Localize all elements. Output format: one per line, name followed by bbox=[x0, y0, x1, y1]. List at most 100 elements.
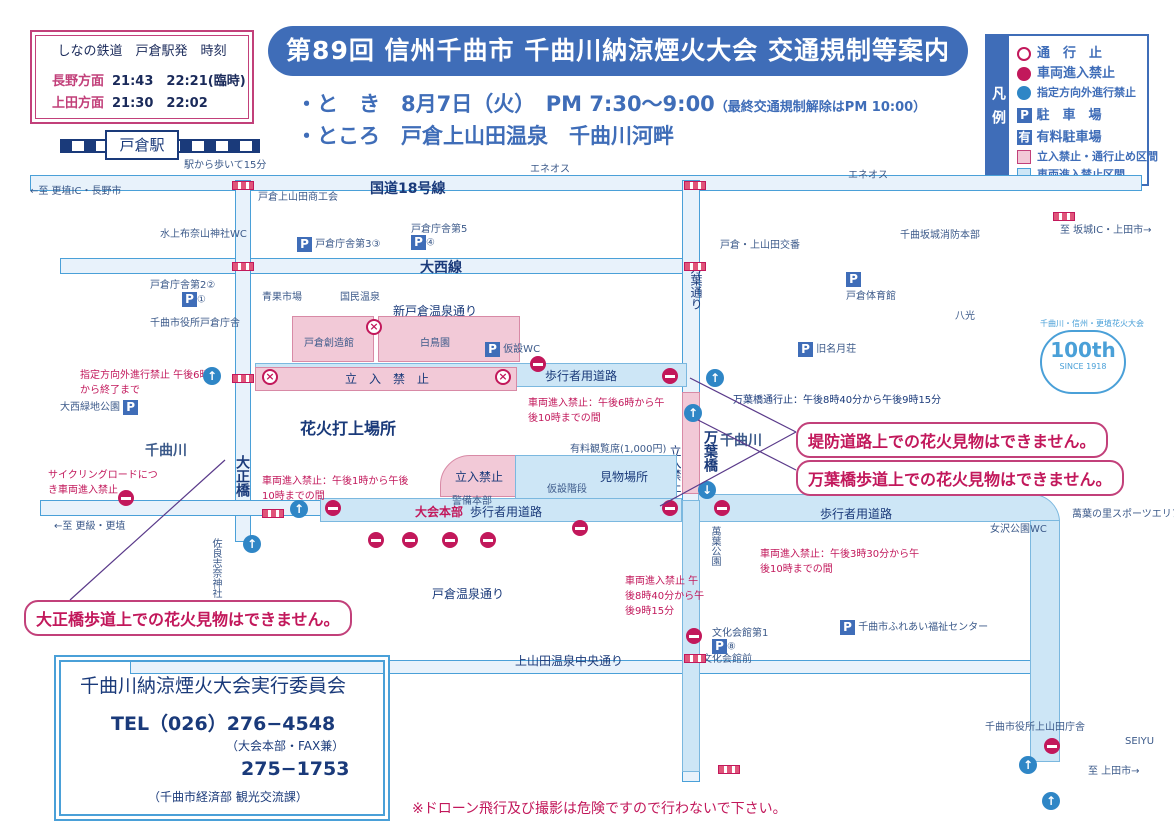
one-way-icon: ↑ bbox=[1019, 756, 1037, 774]
paid-parking-icon: 有 bbox=[1017, 130, 1032, 145]
kamiyamada-street-label: 上山田温泉中央通り bbox=[515, 654, 624, 668]
one-way-icon: ↑ bbox=[203, 367, 221, 385]
mizukami-shrine-label: 水上布奈山神社WC bbox=[160, 229, 247, 240]
no-entry-icon bbox=[368, 532, 384, 548]
parking-icon: P bbox=[182, 292, 197, 307]
closed-icon: × bbox=[366, 319, 382, 335]
direction-ueda: 至 上田市→ bbox=[1088, 766, 1140, 777]
contact-box: 千曲川納涼煙火大会実行委員会 TEL（026）276−4548 （大会本部・FA… bbox=[54, 655, 390, 821]
no-entry-small-label: 立入禁止 bbox=[455, 470, 504, 484]
kokumin-label: 国民温泉 bbox=[340, 292, 380, 303]
hakko-label: 八光 bbox=[955, 311, 975, 322]
parking-6: P 仮設WC bbox=[485, 340, 540, 357]
no-entry-zone-label: 立 入 禁 止 bbox=[345, 372, 430, 386]
parking-10: 千曲市役所上山田庁舎 bbox=[985, 722, 1085, 733]
tel-secondary-note: （千曲市経済部 観光交流課） bbox=[148, 790, 308, 804]
parking-2: 戸倉庁舎第2② bbox=[150, 280, 216, 291]
no-entry-icon bbox=[442, 532, 458, 548]
parking-icon: P bbox=[411, 235, 426, 250]
legend-item-one-way: 指定方向外進行禁止 bbox=[1017, 84, 1136, 100]
hq-label: 大会本部 bbox=[415, 505, 464, 519]
gate-barrier bbox=[684, 262, 706, 271]
shrine-label: 佐良志奈神社 bbox=[210, 538, 221, 598]
no-entry-icon bbox=[325, 500, 341, 516]
one-way-icon bbox=[1017, 86, 1031, 100]
hakuchoen-label: 白鳥園 bbox=[420, 338, 450, 349]
no-entry-icon bbox=[118, 490, 134, 506]
tel-secondary: 275−1753 bbox=[241, 758, 350, 780]
tokura-onsen-street-label: 戸倉温泉通り bbox=[432, 587, 505, 601]
parking-icon: P bbox=[846, 272, 861, 287]
parking-icon: P bbox=[123, 399, 139, 415]
eneos-label-2: エネオス bbox=[848, 170, 888, 181]
anniversary-badge: 100th SINCE 1918 bbox=[1040, 330, 1126, 394]
temporary-stairs-label: 仮設階段 bbox=[547, 484, 587, 495]
badge-top-label: 千曲川・信州・更埴花火大会 bbox=[1040, 319, 1144, 328]
gate-barrier bbox=[718, 765, 740, 774]
manyo-park-label: 萬葉公園 bbox=[709, 526, 720, 566]
police-box-label: 戸倉・上山田交番 bbox=[720, 240, 800, 251]
onsawa-park-label: 女沢公園WC bbox=[990, 524, 1047, 535]
pedestrian-label-3: 歩行者用道路 bbox=[820, 507, 893, 521]
bunka-kaikan-label: 文化会館前 bbox=[702, 654, 752, 665]
one-way-icon: ↓ bbox=[698, 481, 716, 499]
gate-barrier bbox=[684, 654, 706, 663]
soda-plant-label: 戸倉創造館 bbox=[304, 338, 354, 349]
seiyu-label: SEIYU bbox=[1125, 736, 1155, 747]
pink-zone-swatch bbox=[1017, 150, 1031, 164]
no-entry-icon bbox=[714, 500, 730, 516]
no-entry-icon bbox=[1017, 66, 1031, 81]
no-entry-icon bbox=[1044, 738, 1060, 754]
legend-item-pink-zone: 立入禁止・通行止め区間 bbox=[1017, 148, 1158, 164]
one-way-icon: ↑ bbox=[684, 404, 702, 422]
gate-barrier bbox=[232, 181, 254, 190]
tel-primary: TEL（026）276−4548 bbox=[111, 713, 336, 735]
timetable-title: しなの鉄道 戸倉駅発 時刻 bbox=[57, 44, 227, 59]
embankment-callout: 堤防道路上での花火見物はできません。 bbox=[796, 422, 1108, 458]
route-18-road bbox=[30, 175, 1142, 191]
gate-barrier bbox=[1053, 212, 1075, 221]
drone-note: ※ドローン飛行及び撮影は危険ですので行わないで下さい。 bbox=[412, 801, 787, 817]
pedestrian-label-2: 歩行者用道路 bbox=[470, 505, 543, 519]
shokokai-label: 戸倉上山田商工会 bbox=[258, 192, 338, 203]
manyo-restriction-note: 万葉橋通行止：午後8時40分から午後9時15分 bbox=[733, 395, 942, 406]
manyo-bridge-label: 万葉橋 bbox=[702, 430, 718, 472]
guard-hq-label: 警備本部 bbox=[452, 496, 492, 507]
one-way-icon: ↑ bbox=[1042, 792, 1060, 810]
gate-barrier bbox=[232, 374, 254, 383]
soda-plant-zone bbox=[292, 316, 374, 362]
taisho-bridge-callout: 大正橋歩道上での花火見物はできません。 bbox=[24, 600, 352, 636]
direction-sakaki: 至 坂城IC・上田市→ bbox=[1060, 225, 1152, 236]
parking-icon: P bbox=[798, 341, 813, 357]
parking-9: P 千曲市ふれあい福祉センター bbox=[840, 618, 988, 635]
route-18-label: 国道18号線 bbox=[370, 181, 446, 197]
no-entry-icon bbox=[686, 628, 702, 644]
viewing-label: 見物場所 bbox=[600, 470, 649, 484]
parking-icon: P bbox=[1017, 108, 1032, 123]
tel-primary-note: （大会本部・FAX兼） bbox=[226, 739, 345, 753]
pedestrian-label-1: 歩行者用道路 bbox=[545, 369, 618, 383]
legend-item-parking: P 駐 車 場 bbox=[1017, 104, 1102, 123]
no-entry-icon bbox=[402, 532, 418, 548]
shintokura-street-label: 新戸倉温泉通り bbox=[393, 304, 478, 318]
legend-item-no-entry: 車両進入禁止 bbox=[1017, 62, 1115, 81]
paid-seat-label: 有料観覧席(1,000円) bbox=[570, 444, 667, 455]
event-date: ・と き 8月7日（火） PM 7:30〜9:00（最終交通規制解除はPM 10… bbox=[296, 92, 927, 116]
onishi-label: 大西線 bbox=[420, 260, 462, 276]
closed-icon: × bbox=[495, 369, 511, 385]
no-entry-icon bbox=[662, 368, 678, 384]
no-entry-icon bbox=[480, 532, 496, 548]
direction-kosaku: ←至 更級・更埴 bbox=[54, 521, 126, 532]
legend-item-closed: 通 行 止 bbox=[1017, 42, 1102, 61]
gate-barrier bbox=[232, 262, 254, 271]
manyo-street-label: 万葉通り bbox=[689, 262, 703, 310]
parking-icon: P bbox=[840, 619, 855, 635]
parking-onishi: 大西緑地公園 P bbox=[60, 398, 139, 415]
gate-barrier bbox=[262, 509, 284, 518]
center-restriction-note: 車両進入禁止 午後8時40分から午後9時15分 bbox=[625, 576, 705, 617]
